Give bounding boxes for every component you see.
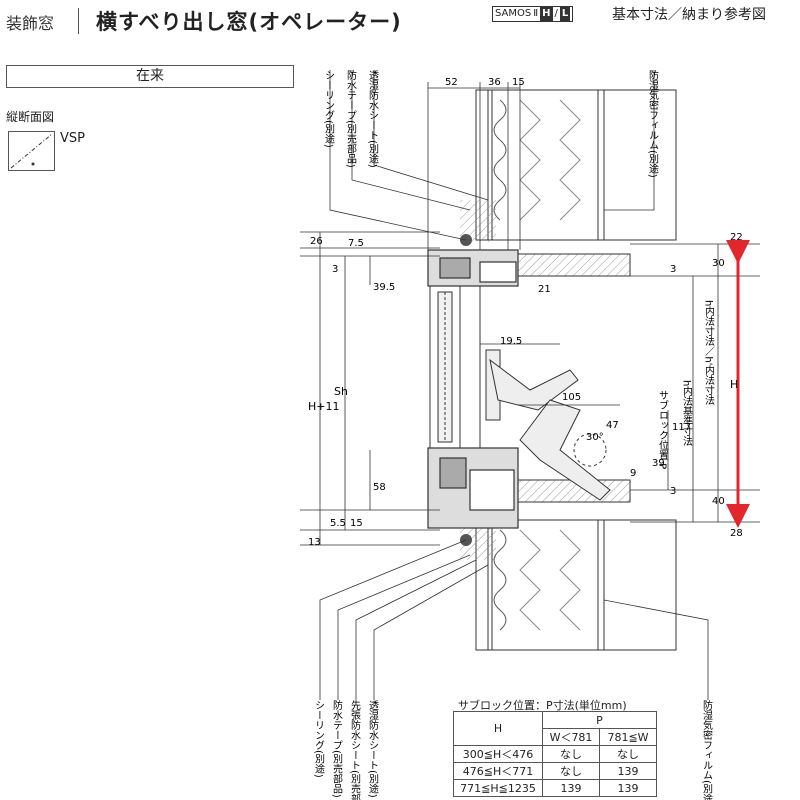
table-cell-h: 476≦H＜771 xyxy=(453,762,543,780)
table-subheader-1: W＜781 xyxy=(542,728,600,746)
sublock-table-title: サブロック位置：P寸法(単位mm) xyxy=(458,699,627,712)
table-cell-p1: なし xyxy=(542,762,600,780)
window-frame xyxy=(427,249,519,529)
drawing-type-label: 基本寸法／納まり参考図 xyxy=(612,7,766,23)
install-type-box: 在来 xyxy=(6,65,294,88)
dim-left-5-5: 5.5 xyxy=(330,518,346,529)
sublock-table: H P W＜781 781≦W 300≦H＜476 なし なし 476≦H＜77… xyxy=(453,711,657,797)
page-title: 横すべり出し窓(オペレーター) xyxy=(96,10,402,34)
dim-left-15: 15 xyxy=(350,518,363,529)
dim-inner-3: 3 xyxy=(670,486,676,497)
dim-top-15: 15 xyxy=(512,77,525,88)
table-cell-p2: なし xyxy=(599,745,657,763)
wall-top xyxy=(460,89,677,242)
glass-symbol-icon xyxy=(10,133,53,169)
operator-handle xyxy=(485,349,611,501)
table-row: 300≦H＜476 なし なし xyxy=(453,745,657,763)
callout-top-sealing: シーリング(別途) xyxy=(323,70,335,148)
head-casing xyxy=(517,253,631,277)
table-cell-p2: 139 xyxy=(599,779,657,797)
table-cell-h: 300≦H＜476 xyxy=(453,745,543,763)
right-dimensions xyxy=(480,243,760,523)
callout-bottom-sealing: シーリング(別途) xyxy=(313,700,325,778)
table-subheader-2: 781≦W xyxy=(599,728,657,746)
callout-top-film: 防湿気密フィルム(別途) xyxy=(647,69,659,178)
table-cell-p1: なし xyxy=(542,745,600,763)
table-header-h: H xyxy=(453,711,543,746)
table-cell-p1: 139 xyxy=(542,779,600,797)
dim-inner-9: 9 xyxy=(630,468,636,479)
callout-bottom-film: 防湿気密フィルム(別途) xyxy=(701,699,713,800)
dim-right-40: 40 xyxy=(712,496,725,507)
dim-inner-47: 47 xyxy=(606,420,619,431)
sash-glass xyxy=(429,285,481,449)
dim-left-26: 26 xyxy=(310,236,323,247)
dim-right-22: 22 xyxy=(730,232,743,243)
callout-bottom-presheet: 先張防水シート(別売部品) xyxy=(349,700,361,800)
dim-left-h11: H+11 xyxy=(308,400,340,413)
dim-inner-39: 39 xyxy=(652,458,665,469)
series-mark-3: L xyxy=(559,7,571,21)
series-badge: SAMOS Ⅱ H / L xyxy=(492,6,574,22)
table-cell-h: 771≦H≦1235 xyxy=(453,779,543,797)
dim-inner-105: 105 xyxy=(562,392,581,403)
dim-inner-30deg: 30° xyxy=(586,432,604,443)
label-inner-reference: h内法基準寸法 xyxy=(681,380,693,447)
label-inner-dimension: h内法寸法／h'内法寸法 xyxy=(703,300,715,406)
callout-top-sheet: 透湿防水シート(別途) xyxy=(367,70,379,168)
leader-lines-top xyxy=(329,70,655,241)
table-cell-p2: 139 xyxy=(599,762,657,780)
series-mark-2: H xyxy=(540,7,553,21)
dim-left-7-5: 7.5 xyxy=(348,238,364,249)
dim-right-28: 28 xyxy=(730,528,743,539)
dim-right-h: H xyxy=(730,378,738,391)
leader-lines-bottom xyxy=(319,539,709,700)
dim-left-39-5: 39.5 xyxy=(373,282,395,293)
dim-right-3: 3 xyxy=(670,264,676,275)
dim-left-3: 3 xyxy=(332,264,338,275)
series-mark-1: Ⅱ xyxy=(533,8,539,19)
table-header-p: P xyxy=(542,711,657,729)
table-row: 771≦H≦1235 139 139 xyxy=(453,779,657,797)
callout-top-tape: 防水テープ(別売部品) xyxy=(345,69,357,168)
header-divider xyxy=(78,8,79,34)
dim-left-13: 13 xyxy=(308,537,321,548)
callout-bottom-tape: 防水テープ(別売部品) xyxy=(331,699,343,798)
glass-label: VSP xyxy=(60,131,85,146)
label-sublock-position: サブロック位置 P xyxy=(657,390,669,469)
sill-board xyxy=(517,479,631,503)
dim-inner-19-5: 19.5 xyxy=(500,336,522,347)
section-label: 縦断面図 xyxy=(6,110,55,124)
glass-symbol xyxy=(8,131,55,171)
dim-left-sh: Sh xyxy=(334,385,348,398)
dim-top-52: 52 xyxy=(445,77,458,88)
category-label: 装飾窓 xyxy=(6,14,55,33)
callout-bottom-sheet: 透湿防水シート(別途) xyxy=(367,700,379,798)
left-dimensions xyxy=(300,231,440,546)
series-name: SAMOS xyxy=(495,8,532,19)
dim-inner-117: 117 xyxy=(672,422,691,433)
top-dimensions xyxy=(427,82,521,250)
dim-right-30: 30 xyxy=(712,258,725,269)
table-row: 476≦H＜771 なし 139 xyxy=(453,762,657,780)
dim-inner-21: 21 xyxy=(538,284,551,295)
wall-bottom xyxy=(460,519,677,651)
dim-top-36: 36 xyxy=(488,77,501,88)
dim-left-58: 58 xyxy=(373,482,386,493)
